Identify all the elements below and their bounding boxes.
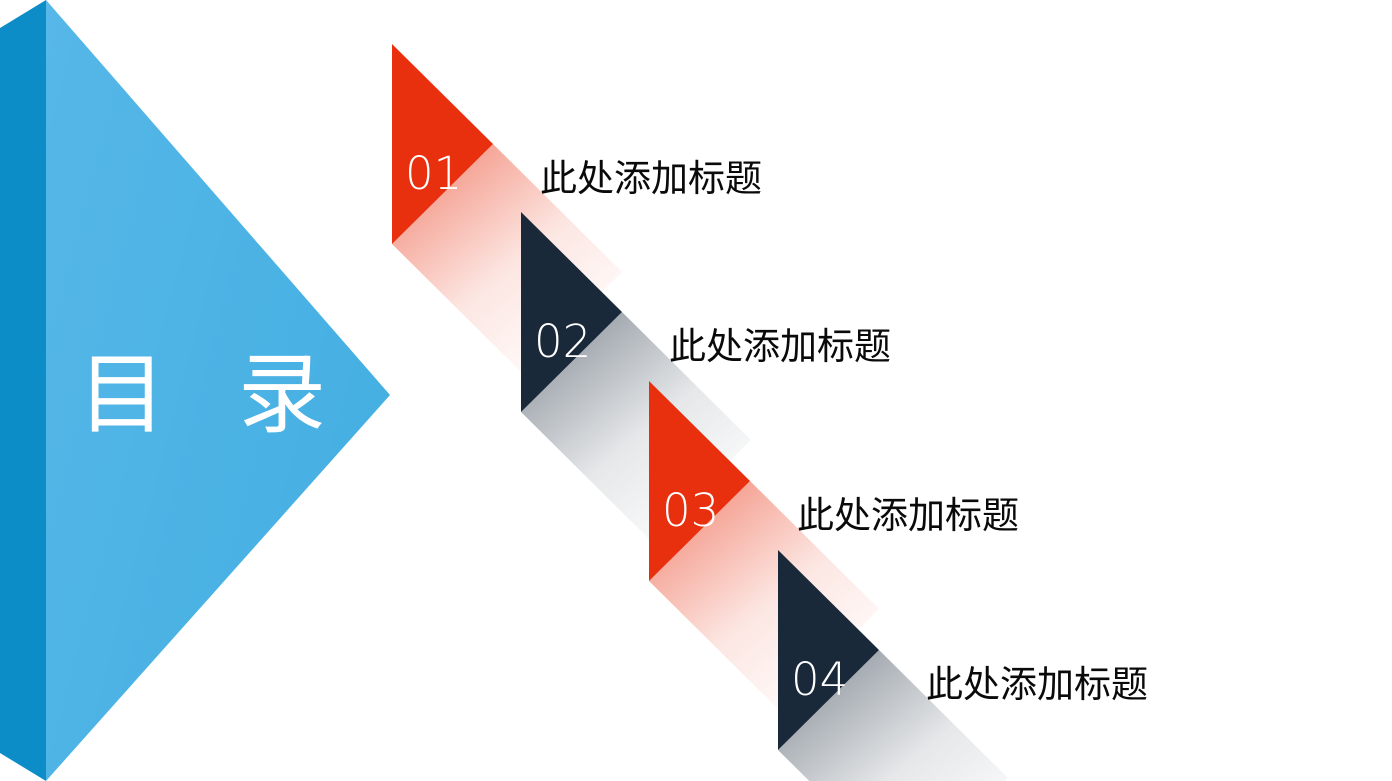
triangle-01-fill	[392, 44, 493, 244]
triangle-04	[778, 550, 1108, 781]
left-arrow-graphic: 目 录	[0, 0, 400, 781]
triangle-04-shadow	[778, 650, 1008, 781]
toc-item-04-number: 04	[791, 653, 849, 706]
toc-item-04[interactable]: 04 此处添加标题	[778, 550, 1392, 781]
toc-item-04-title[interactable]: 此处添加标题	[926, 663, 1148, 706]
triangle-02-fill	[521, 212, 622, 412]
toc-item-01-number: 01	[405, 147, 463, 200]
page-title: 目 录	[78, 343, 348, 446]
toc-item-03-number: 03	[662, 484, 720, 537]
left-dark-bar	[0, 0, 46, 781]
triangle-04-fill	[778, 550, 879, 750]
toc-item-03-title[interactable]: 此处添加标题	[797, 494, 1019, 537]
toc-item-01-title[interactable]: 此处添加标题	[540, 157, 762, 200]
toc-item-02-title[interactable]: 此处添加标题	[669, 325, 891, 368]
toc-item-02-number: 02	[534, 315, 592, 368]
left-blue-triangle	[46, 0, 390, 781]
triangle-03-fill	[649, 381, 750, 581]
